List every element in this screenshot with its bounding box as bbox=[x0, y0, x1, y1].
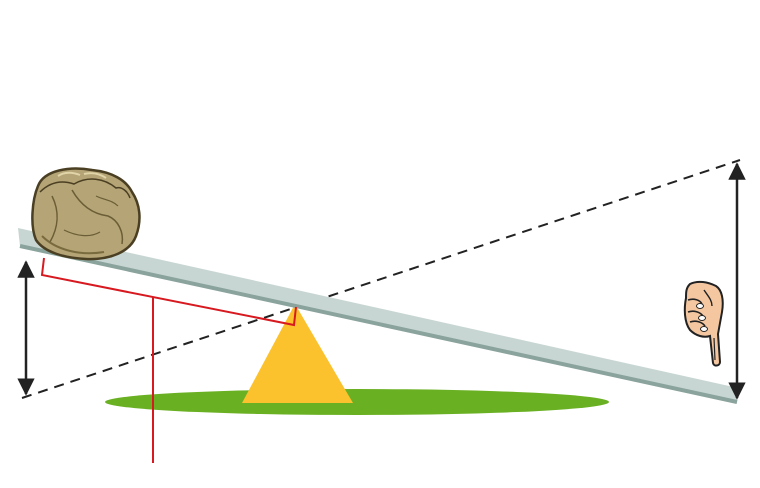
rotated-beam-dashed bbox=[21, 159, 741, 399]
load-arm-bracket bbox=[40, 257, 297, 327]
fulcrum bbox=[242, 304, 353, 403]
pointing-hand-icon bbox=[683, 280, 724, 367]
lever-beam bbox=[18, 228, 738, 404]
rock-icon bbox=[31, 167, 141, 261]
ground bbox=[105, 389, 609, 415]
